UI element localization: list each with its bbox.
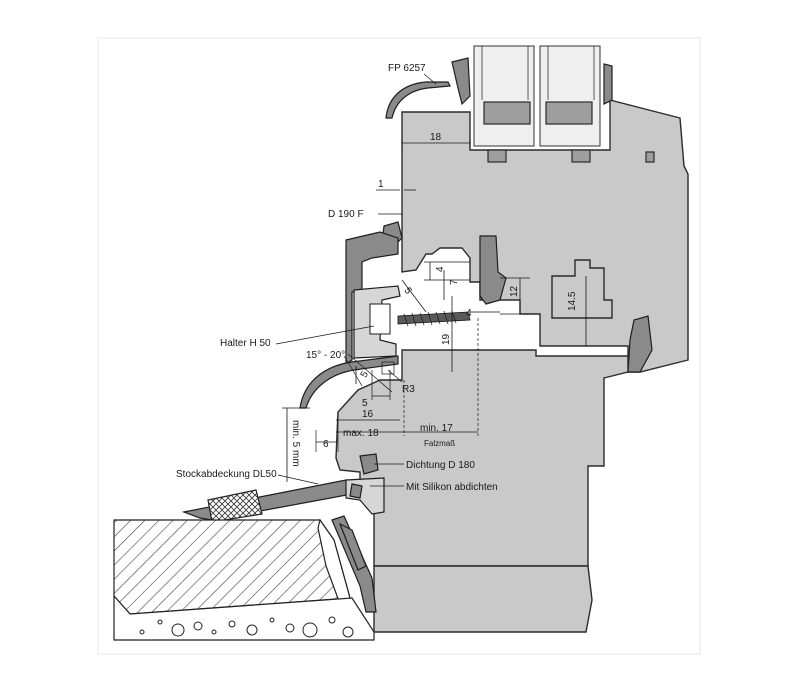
lower-flashing	[331, 515, 377, 613]
dim-5-bottom: 5	[362, 398, 368, 409]
silicone-seal-inner	[349, 483, 363, 499]
aggregate-dots	[139, 616, 354, 638]
dim-5-left: 5	[359, 369, 372, 380]
label-r3: R3	[402, 384, 415, 395]
dim-19: 19	[441, 333, 452, 345]
label-angle: 15° - 20°	[306, 350, 345, 361]
dim-4-vertical: 4	[435, 266, 446, 272]
dimension-lines	[275, 73, 587, 487]
label-fp-6257: FP 6257	[388, 63, 426, 74]
sill-end-block	[207, 489, 263, 523]
label-d190f: D 190 F	[328, 209, 364, 220]
dim-5-diagonal: 5	[401, 286, 413, 297]
label-falzmass: Falzmaß	[424, 439, 455, 448]
frame-body	[335, 349, 629, 567]
label-dichtung-d180: Dichtung D 180	[406, 460, 475, 471]
dim-4-horizontal: 4	[466, 308, 472, 319]
label-stockabdeckung: Stockabdeckung DL50	[176, 469, 277, 480]
sash-notch	[551, 259, 613, 319]
glazing-block	[487, 149, 507, 163]
dim-16: 16	[362, 409, 374, 420]
halter-slot	[369, 303, 391, 335]
lower-flashing-fold	[338, 522, 367, 571]
glass-pane-right	[539, 45, 601, 147]
dim-12: 12	[509, 285, 520, 297]
glazing-seal-right	[603, 63, 613, 105]
glazing-seal-left	[451, 57, 471, 106]
sill-drip-hook	[299, 355, 399, 409]
concrete-wall	[113, 594, 375, 641]
spacer-bar	[545, 101, 593, 125]
rebate-gasket-right	[627, 315, 653, 373]
label-silikon: Mit Silikon abdichten	[406, 482, 498, 493]
dim-1: 1	[378, 179, 384, 190]
dim-min-17: min. 17	[420, 423, 453, 434]
rebate-gasket	[479, 235, 507, 305]
glazing-block	[645, 151, 655, 163]
halter-h50-profile	[345, 231, 399, 366]
dichtung-d180	[359, 453, 379, 475]
spacer-bar	[483, 101, 531, 125]
fp-drip-profile	[385, 81, 451, 119]
dim-14-5: 14.5	[567, 291, 578, 311]
label-min-5mm: min. 5 mm	[290, 420, 301, 467]
dim-6: 6	[323, 439, 329, 450]
dim-7: 7	[449, 279, 460, 285]
dim-max-18: max. 18	[343, 428, 379, 439]
masonry-sill	[113, 519, 351, 615]
glass-pane-left	[473, 45, 535, 147]
frame-lower-block	[373, 565, 593, 633]
glazing-block	[571, 149, 591, 163]
label-halter-h50: Halter H 50	[220, 338, 271, 349]
dim-18-top: 18	[430, 132, 442, 143]
